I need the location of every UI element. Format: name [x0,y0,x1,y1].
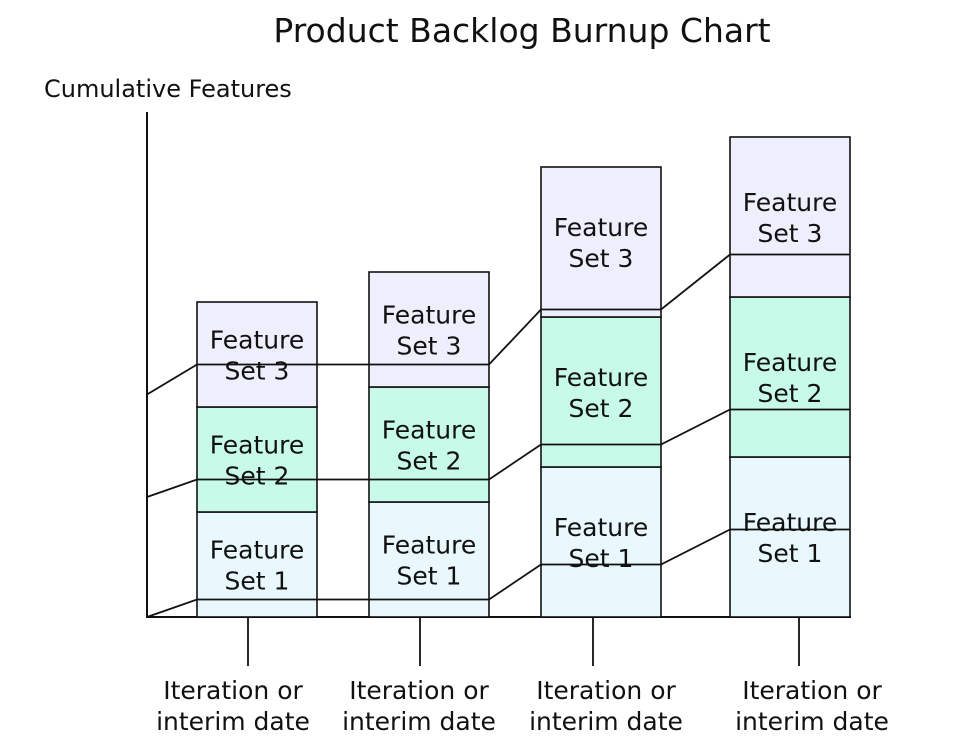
burnup-line [146,408,850,498]
segment-label-line: Feature [554,363,648,392]
segment-label-line: Feature [382,301,476,330]
bar-segment [196,511,318,618]
segment-label-line: Set 2 [397,447,462,476]
segment-label-line: Set 1 [758,539,823,568]
bar-segment [368,501,490,618]
segment-label-line: Set 1 [397,562,462,591]
x-tick-label-line: Iteration or [536,676,676,705]
segment-label-line: Set 3 [758,219,823,248]
bar-segment [729,296,851,458]
x-tick-label-line: interim date [735,707,889,736]
segment-label-line: Set 3 [569,244,634,273]
segment-label-line: Feature [743,188,837,217]
segment-label-line: Feature [554,213,648,242]
bar-segment [729,136,851,298]
x-tick-label-line: Iteration or [349,676,489,705]
x-tick-label-line: Iteration or [163,676,303,705]
bar-segment [368,386,490,503]
bar-segment [368,271,490,388]
segment-label-line: Feature [210,326,304,355]
bar-segment [729,456,851,618]
segment-label-line: Set 3 [225,357,290,386]
segment-label-line: Feature [743,348,837,377]
segment-label-line: Set 1 [225,567,290,596]
segment-label-line: Feature [210,431,304,460]
bar-segment [196,406,318,513]
segment-label-line: Set 2 [758,379,823,408]
segment-label-line: Set 2 [569,394,634,423]
x-tick-label-line: Iteration or [742,676,882,705]
segment-label-line: Feature [382,416,476,445]
segment-label-line: Feature [382,531,476,560]
segment-label-line: Feature [554,513,648,542]
bar-segment [540,166,662,318]
segment-label-line: Set 3 [397,332,462,361]
segment-label-line: Feature [743,508,837,537]
chart-title: Product Backlog Burnup Chart [273,11,770,50]
x-tick-label-line: interim date [342,707,496,736]
segment-label-line: Set 2 [225,462,290,491]
burnup-line [146,253,850,396]
bar-segment [540,316,662,468]
bar-segment [540,466,662,618]
segment-label-line: Set 1 [569,544,634,573]
burnup-lines [146,253,850,618]
x-tick-label-line: interim date [156,707,310,736]
bar-segment [196,301,318,408]
y-axis-label: Cumulative Features [44,75,292,103]
x-tick-label-line: interim date [529,707,683,736]
burnup-line [146,528,850,618]
segment-label-line: Feature [210,536,304,565]
